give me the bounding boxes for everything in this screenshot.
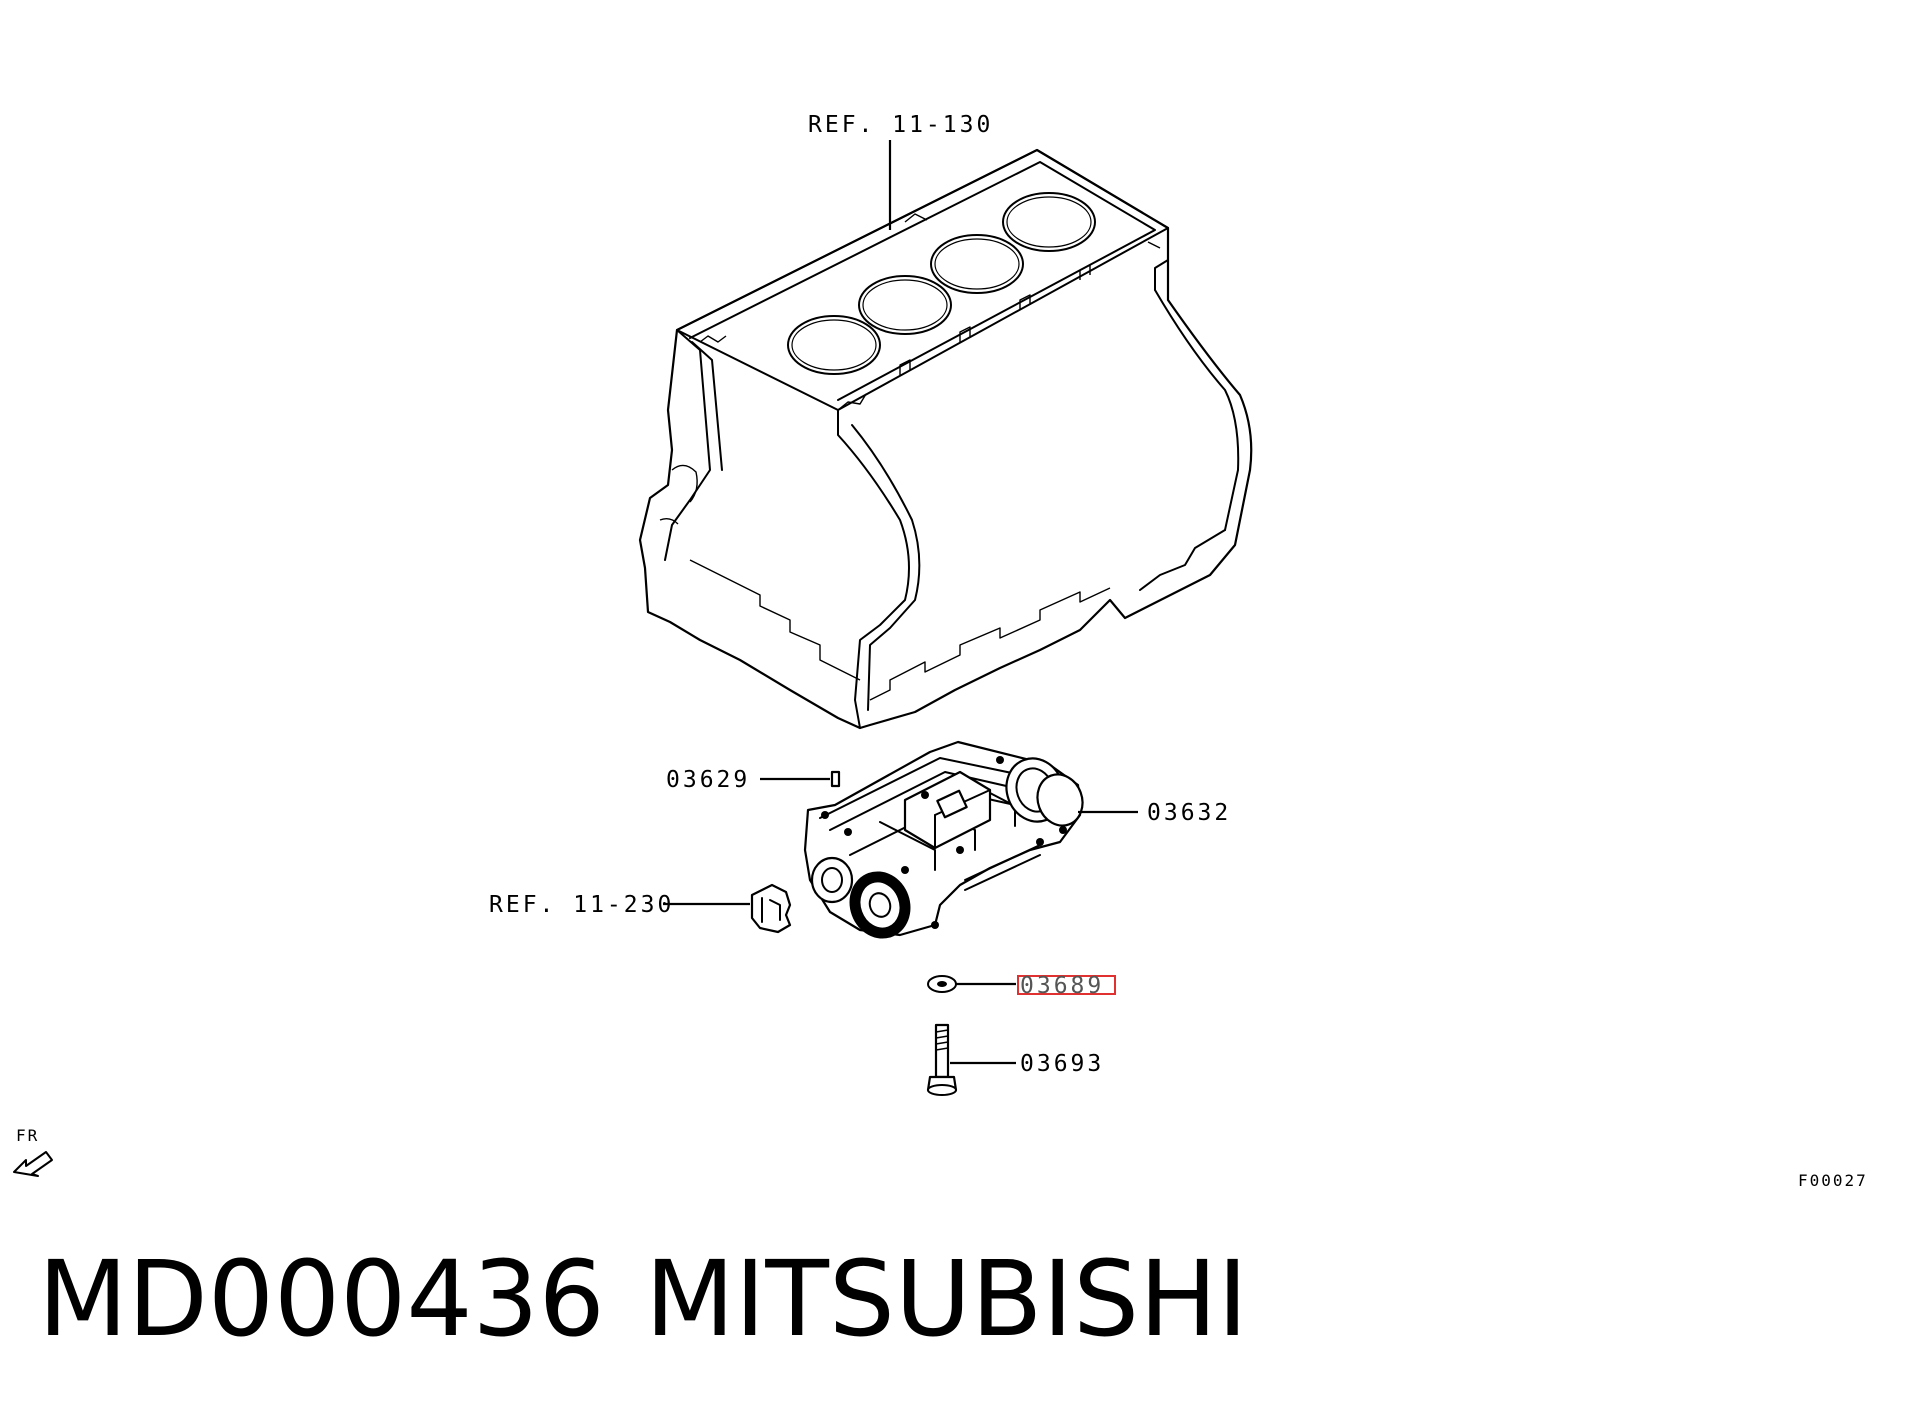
- caption-part-number: MD000436: [38, 1238, 605, 1360]
- part-03693-label: 03693: [1020, 1051, 1104, 1077]
- bolt-03693-drawing: [926, 1023, 958, 1096]
- figure-code: F00027: [1798, 1171, 1868, 1190]
- fr-arrow-icon: [13, 1151, 53, 1177]
- cylinder-block-drawing: [638, 148, 1253, 730]
- washer-03689-drawing: [927, 975, 957, 993]
- part-03629-label: 03629: [666, 767, 750, 793]
- balancer-assembly-drawing: [803, 740, 1084, 939]
- highlight-box: [1017, 975, 1116, 995]
- ref-11-230-label: REF. 11-230: [489, 892, 674, 918]
- caption-brand: MITSUBISHI: [645, 1238, 1248, 1360]
- ref-11-230-part-drawing: [750, 883, 792, 934]
- part-03632-label: 03632: [1147, 800, 1231, 826]
- fr-direction-label: FR: [16, 1126, 39, 1145]
- part-03689-label: 03689: [1020, 973, 1104, 999]
- ref-cylinder-block-label: REF. 11-130: [808, 112, 993, 138]
